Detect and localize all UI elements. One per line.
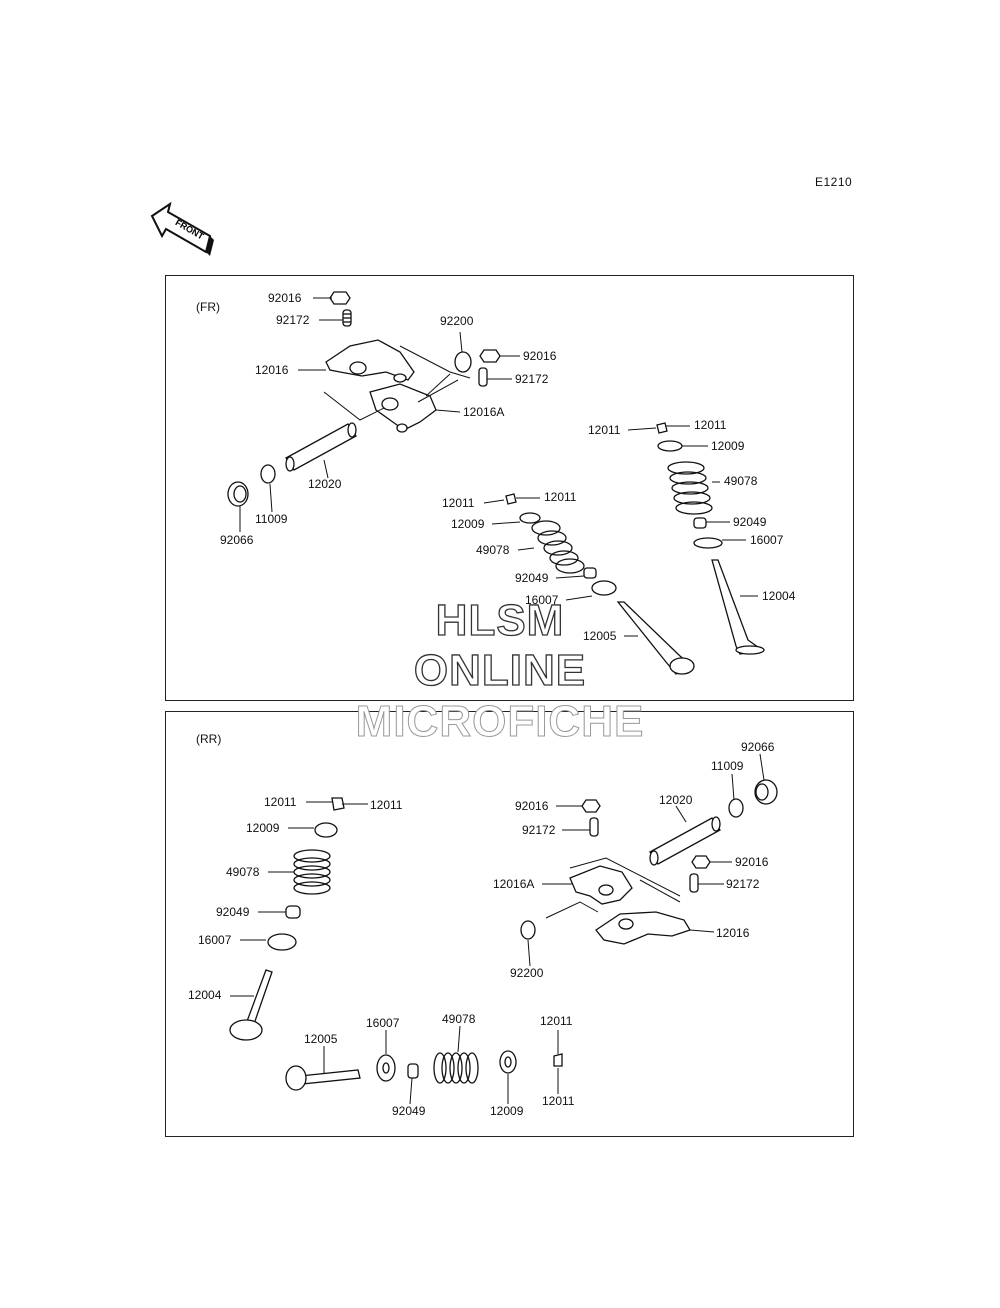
label-11009: 11009 (255, 512, 288, 526)
label-12009: 12009 (246, 821, 280, 835)
label-12016: 12016 (255, 363, 289, 377)
retainer-12009 (657, 440, 683, 452)
label-12005: 12005 (304, 1032, 338, 1046)
nut-92016 (329, 291, 351, 305)
panel-front-cylinder: (FR) (165, 275, 854, 701)
keeper-12011 (656, 422, 668, 434)
label-12009: 12009 (451, 517, 485, 531)
label-11009: 11009 (711, 759, 744, 773)
label-12004: 12004 (762, 589, 796, 603)
label-49078: 49078 (442, 1012, 476, 1026)
watermark-line-3: MICROFICHE (355, 697, 645, 747)
label-12009: 12009 (490, 1104, 524, 1118)
label-12011: 12011 (370, 798, 403, 812)
label-16007: 16007 (525, 593, 559, 607)
label-92049: 92049 (392, 1104, 426, 1118)
label-92172: 92172 (522, 823, 556, 837)
label-12004: 12004 (188, 988, 222, 1002)
label-92172: 92172 (276, 313, 310, 327)
valve-12004-rr (245, 969, 273, 1025)
rocker-12016a-rr (569, 865, 633, 905)
label-12011: 12011 (694, 418, 727, 432)
label-12016: 12016 (716, 926, 750, 940)
seal-92049 (693, 517, 707, 529)
label-92066: 92066 (741, 740, 775, 754)
panel-label-rr: (RR) (196, 732, 222, 746)
rocker-arm-12016 (325, 339, 415, 381)
label-92049: 92049 (216, 905, 250, 919)
shaft-12020-rr (649, 817, 721, 865)
label-49078: 49078 (226, 865, 260, 879)
label-49078: 49078 (724, 474, 758, 488)
seal-rr (285, 905, 301, 919)
label-92016: 92016 (735, 855, 769, 869)
nut-92016-b (479, 349, 501, 363)
label-92200: 92200 (440, 314, 474, 328)
retainer-12009-b (519, 512, 541, 524)
label-12011: 12011 (542, 1094, 575, 1108)
label-92172: 92172 (726, 877, 760, 891)
label-12016a: 12016A (463, 405, 505, 419)
oring-11009 (260, 464, 276, 484)
screw-92172-b (478, 367, 488, 387)
keeper-12011-b (505, 493, 517, 505)
label-12011: 12011 (442, 496, 475, 510)
seal-92049-b (583, 567, 597, 579)
label-92049: 92049 (515, 571, 549, 585)
label-92200: 92200 (510, 966, 544, 980)
label-92066: 92066 (220, 533, 254, 547)
rocker-12016-rr (595, 911, 691, 945)
oring-92200-rr (520, 920, 536, 940)
label-16007: 16007 (750, 533, 784, 547)
label-12011: 12011 (588, 423, 621, 437)
screw-92172-rr (589, 817, 599, 837)
keeper-rr (331, 797, 345, 811)
screw-92172-rr-b (689, 873, 699, 893)
watermark-line-1: HLSM (435, 595, 565, 645)
spring-rr (293, 849, 331, 895)
rocker-arm-12016a (369, 383, 437, 431)
panel-label-fr: (FR) (196, 300, 220, 314)
seat-16007-b (591, 580, 617, 596)
watermark-line-2: ONLINE (413, 645, 587, 695)
label-92049: 92049 (733, 515, 767, 529)
seat-rr (267, 933, 297, 951)
label-92016: 92016 (523, 349, 557, 363)
valve-12005-rr (299, 1069, 361, 1085)
label-92172: 92172 (515, 372, 549, 386)
label-16007: 16007 (366, 1016, 400, 1030)
nut-92016-rr-b (691, 855, 711, 869)
oring-92200 (454, 351, 472, 373)
label-92016: 92016 (268, 291, 302, 305)
label-12005: 12005 (583, 629, 617, 643)
keeper-rr-b (553, 1053, 563, 1067)
label-12020: 12020 (308, 477, 342, 491)
label-12009: 12009 (711, 439, 745, 453)
spring-49078-b (531, 520, 585, 574)
panel-rear-cylinder: (RR) (165, 711, 854, 1137)
seal-rr-b (407, 1063, 419, 1079)
label-49078: 49078 (476, 543, 510, 557)
label-92016: 92016 (515, 799, 549, 813)
spring-49078 (667, 461, 713, 515)
shaft-12020 (285, 423, 357, 471)
retainer-rr (314, 822, 338, 838)
oring-11009-rr (728, 798, 744, 818)
nut-92016-rr (581, 799, 601, 813)
seat-16007 (693, 537, 723, 549)
label-12011: 12011 (264, 795, 297, 809)
label-16007: 16007 (198, 933, 232, 947)
diagram-code: E1210 (815, 175, 853, 189)
front-arrow-icon: FRONT (150, 202, 214, 256)
label-12016a: 12016A (493, 877, 535, 891)
label-12011: 12011 (540, 1014, 573, 1028)
spring-rr-b (433, 1052, 479, 1084)
label-12020: 12020 (659, 793, 693, 807)
label-12011: 12011 (544, 490, 577, 504)
